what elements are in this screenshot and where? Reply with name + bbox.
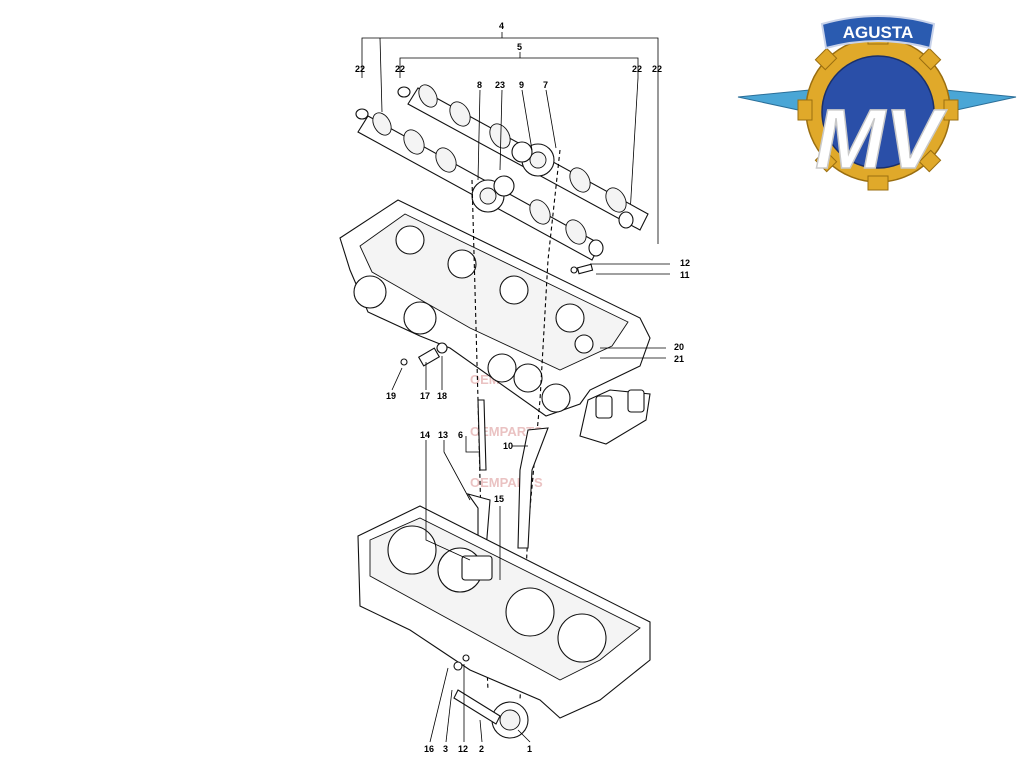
callout-8: 8 [477,80,482,90]
watermark-text: OEMPARTS [470,424,543,439]
chain-guide-front [517,427,549,549]
cylinder-head [339,199,651,445]
logo-brand-main: MV [815,92,947,186]
callout-1: 1 [527,744,532,754]
callout-7: 7 [543,80,548,90]
timing-chain [471,149,561,701]
callout-5: 5 [517,42,522,52]
callout-18: 18 [437,391,447,401]
leader-lines [391,89,670,743]
cam-sprockets [471,141,555,213]
callout-14: 14 [420,430,430,440]
crank-gear [453,654,529,739]
callout-13: 13 [438,430,448,440]
bracket-lines [361,32,659,244]
callout-9: 9 [519,80,524,90]
callout-10: 10 [503,441,513,451]
callout-20: 20 [674,342,684,352]
callout-11: 11 [680,270,690,280]
callout-6: 6 [458,430,463,440]
logo-banner [820,15,936,50]
callout-2: 2 [479,744,484,754]
callout-12: 12 [458,744,468,754]
callout-23: 23 [495,80,505,90]
callout-22: 22 [355,64,365,74]
logo-gear [797,29,959,191]
callout-labels: 4 5 22 22 22 22 8 23 9 7 12 11 20 21 19 … [355,21,690,754]
callout-16: 16 [424,744,434,754]
cylinder-block [357,505,651,719]
mv-agusta-logo: AGUSTA MV [737,15,1017,191]
callout-3: 3 [443,744,448,754]
callout-22: 22 [632,64,642,74]
callout-21: 21 [674,354,684,364]
callout-19: 19 [386,391,396,401]
callout-17: 17 [420,391,430,401]
small-parts-head [400,263,594,367]
callout-22: 22 [395,64,405,74]
callout-22: 22 [652,64,662,74]
callout-12: 12 [680,258,690,268]
callout-4: 4 [499,21,504,31]
bearing-caps [355,86,411,120]
logo-brand-top: AGUSTA [843,23,914,42]
callout-15: 15 [494,494,504,504]
